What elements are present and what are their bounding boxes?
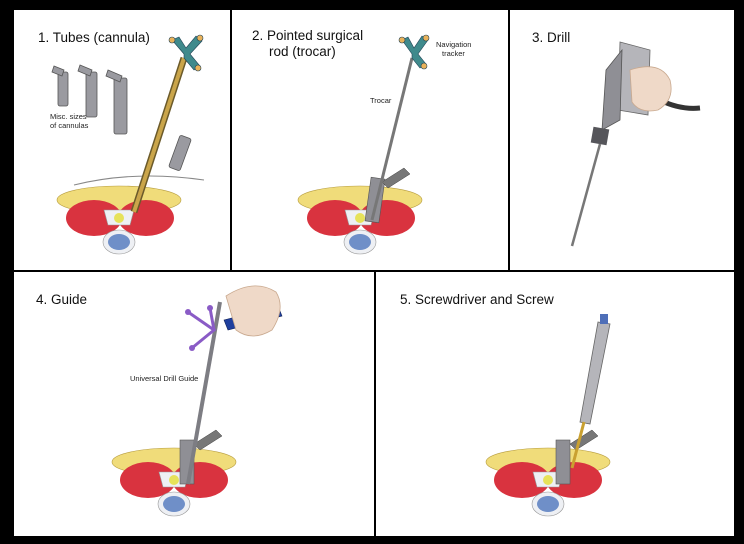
cannula-label-line1: Misc. sizes	[50, 112, 87, 121]
trocar-label: Trocar	[370, 96, 391, 105]
panel-2-title-line2: rod (trocar)	[269, 44, 336, 60]
tracker-label-line1: Navigation	[436, 40, 471, 49]
panel-tubes: 1. Tubes (cannula) Misc. sizes of cannul…	[14, 10, 230, 270]
cannula-label-line2: of cannulas	[50, 121, 88, 130]
panel-3-title: 3. Drill	[532, 30, 570, 46]
panel-trocar: 2. Pointed surgical rod (trocar) Navigat…	[232, 10, 508, 270]
panel-drill: 3. Drill	[510, 10, 734, 270]
panel-screwdriver: 5. Screwdriver and Screw	[376, 272, 734, 536]
panel-4-title: 4. Guide	[36, 292, 87, 308]
drill-illustration	[510, 10, 734, 270]
tracker-label-line2: tracker	[442, 49, 465, 58]
panel-guide: 4. Guide Universal Drill Guide	[14, 272, 374, 536]
panel-5-title: 5. Screwdriver and Screw	[400, 292, 554, 308]
guide-illustration	[14, 272, 374, 536]
tubes-illustration	[14, 10, 230, 270]
drill-guide-label: Universal Drill Guide	[130, 374, 198, 383]
screwdriver-illustration	[376, 272, 734, 536]
panel-2-title-line1: 2. Pointed surgical	[252, 28, 363, 44]
panel-1-title: 1. Tubes (cannula)	[38, 30, 150, 46]
